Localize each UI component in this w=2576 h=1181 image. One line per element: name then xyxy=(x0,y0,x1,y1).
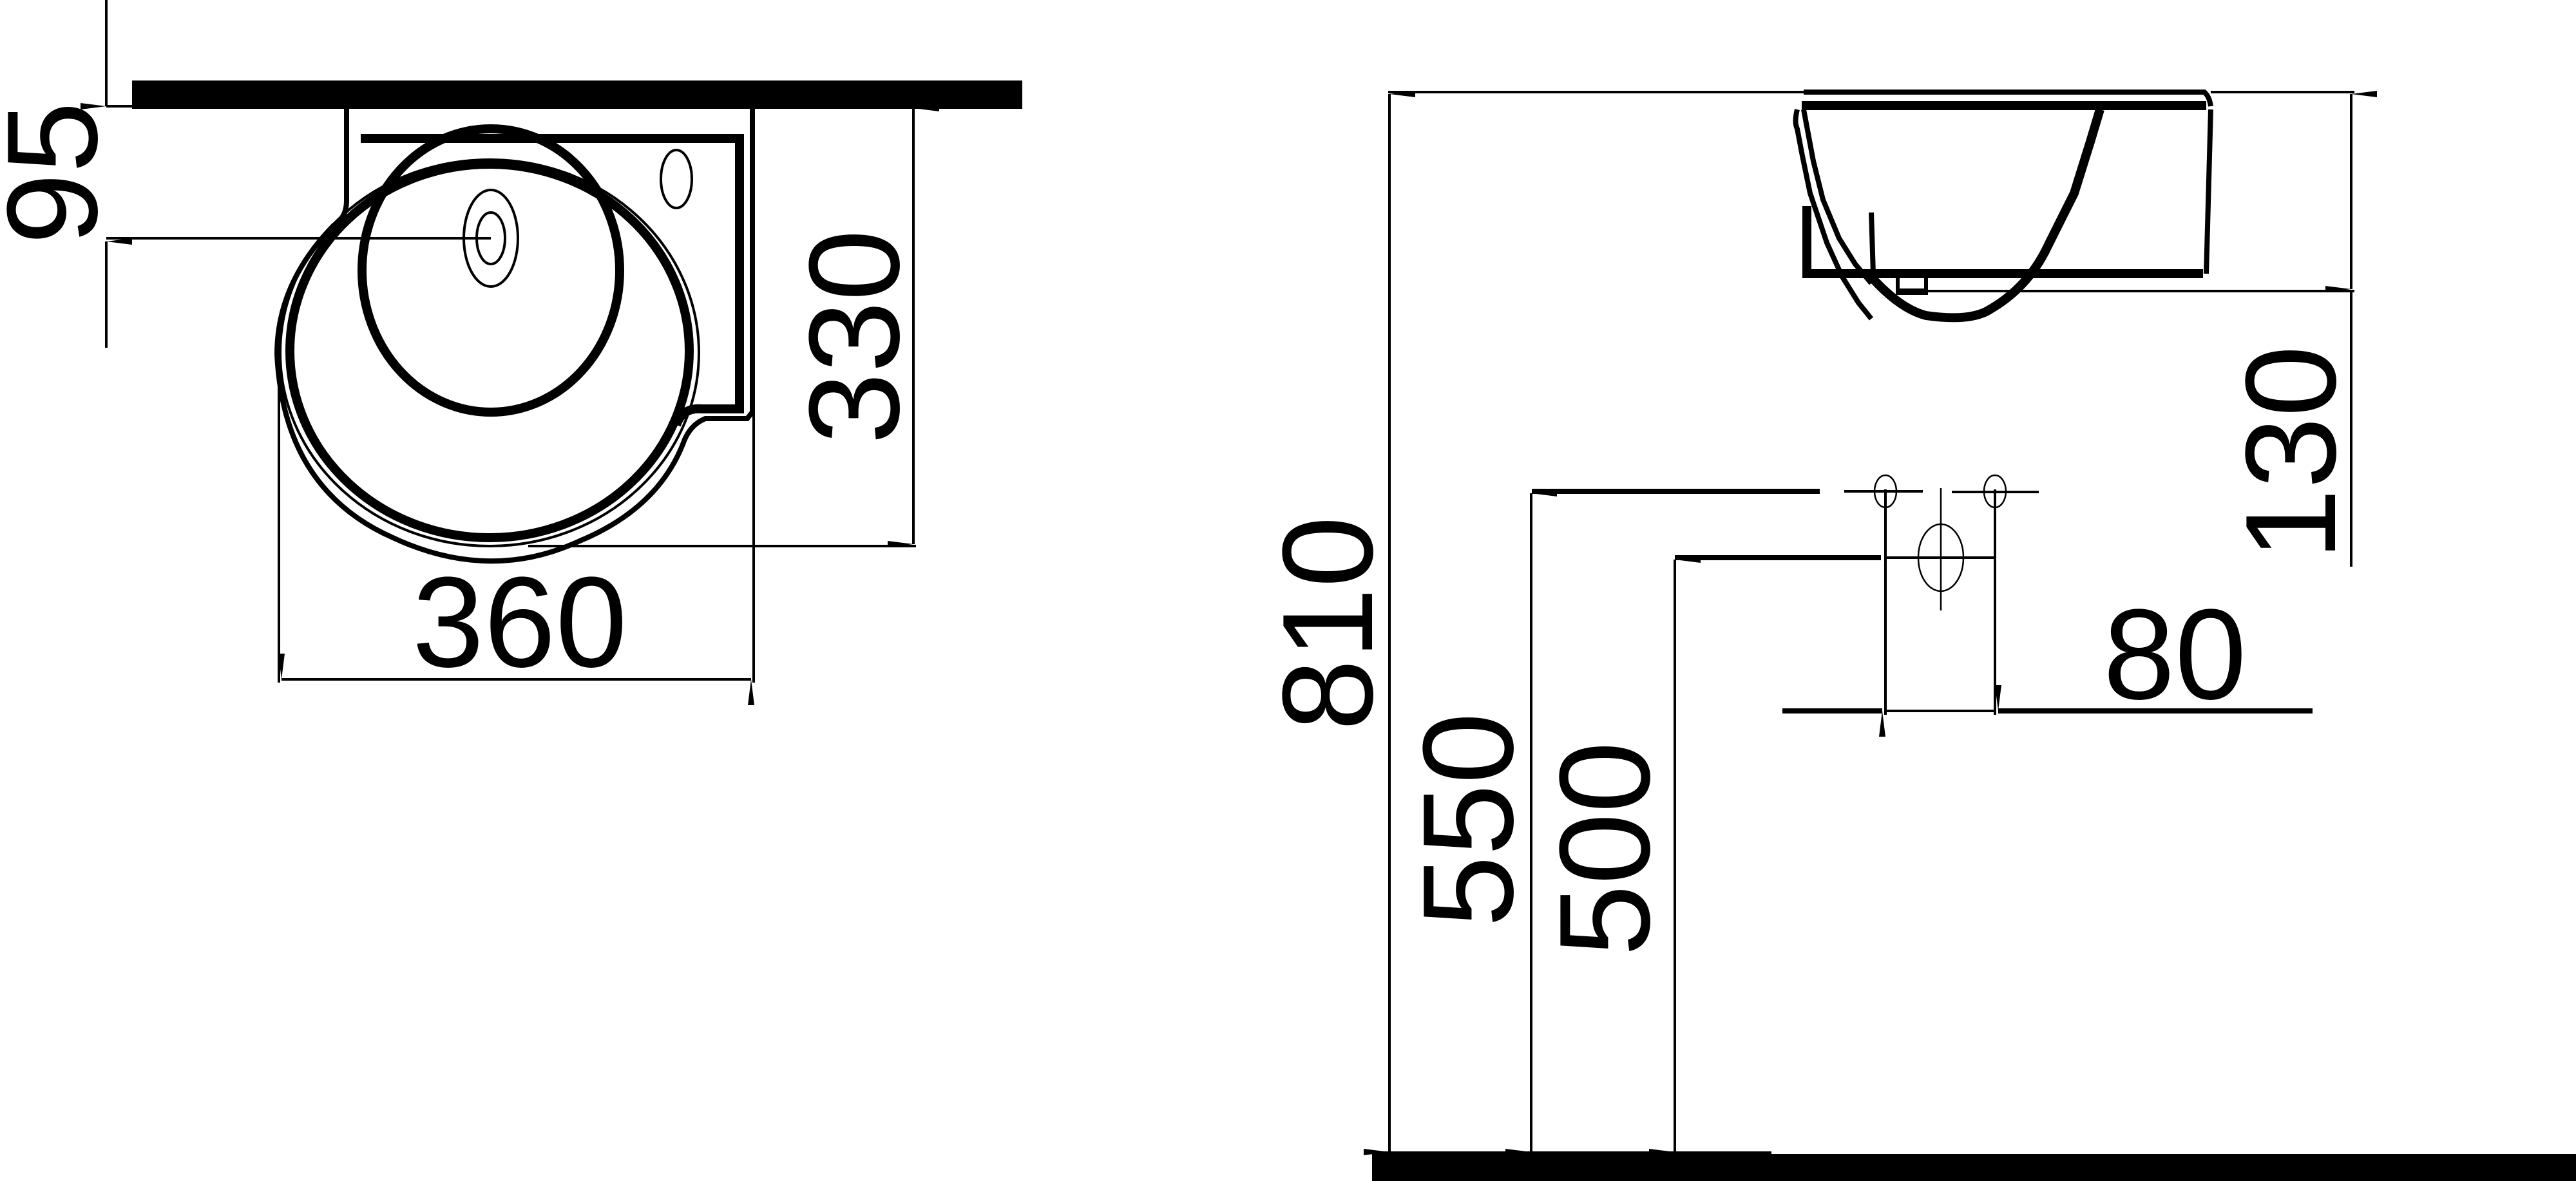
supply-holes xyxy=(1844,474,2039,715)
floor xyxy=(1372,1154,2576,1181)
dim-waste-height: 500 xyxy=(1533,741,1677,956)
basin-back-outline xyxy=(274,109,755,564)
dim-tap-offset: 95 xyxy=(0,102,124,245)
bowl-inner xyxy=(358,124,624,417)
dim-basin-height: 130 xyxy=(2219,345,2363,560)
dim-depth: 330 xyxy=(783,229,926,444)
top-view: 95 330 360 xyxy=(0,0,1022,705)
wall xyxy=(132,80,1022,109)
dim-width: 360 xyxy=(412,551,627,694)
dim-supply-spacing: 80 xyxy=(2103,583,2246,726)
bowl-outer-rim xyxy=(285,160,694,542)
overflow-hole xyxy=(660,149,693,209)
basin-profile xyxy=(1804,90,2213,107)
dim-rim-height: 810 xyxy=(1256,516,1400,731)
side-view: 130 810 550 500 80 xyxy=(1256,90,2576,1181)
dim-supply-height: 550 xyxy=(1397,712,1540,927)
